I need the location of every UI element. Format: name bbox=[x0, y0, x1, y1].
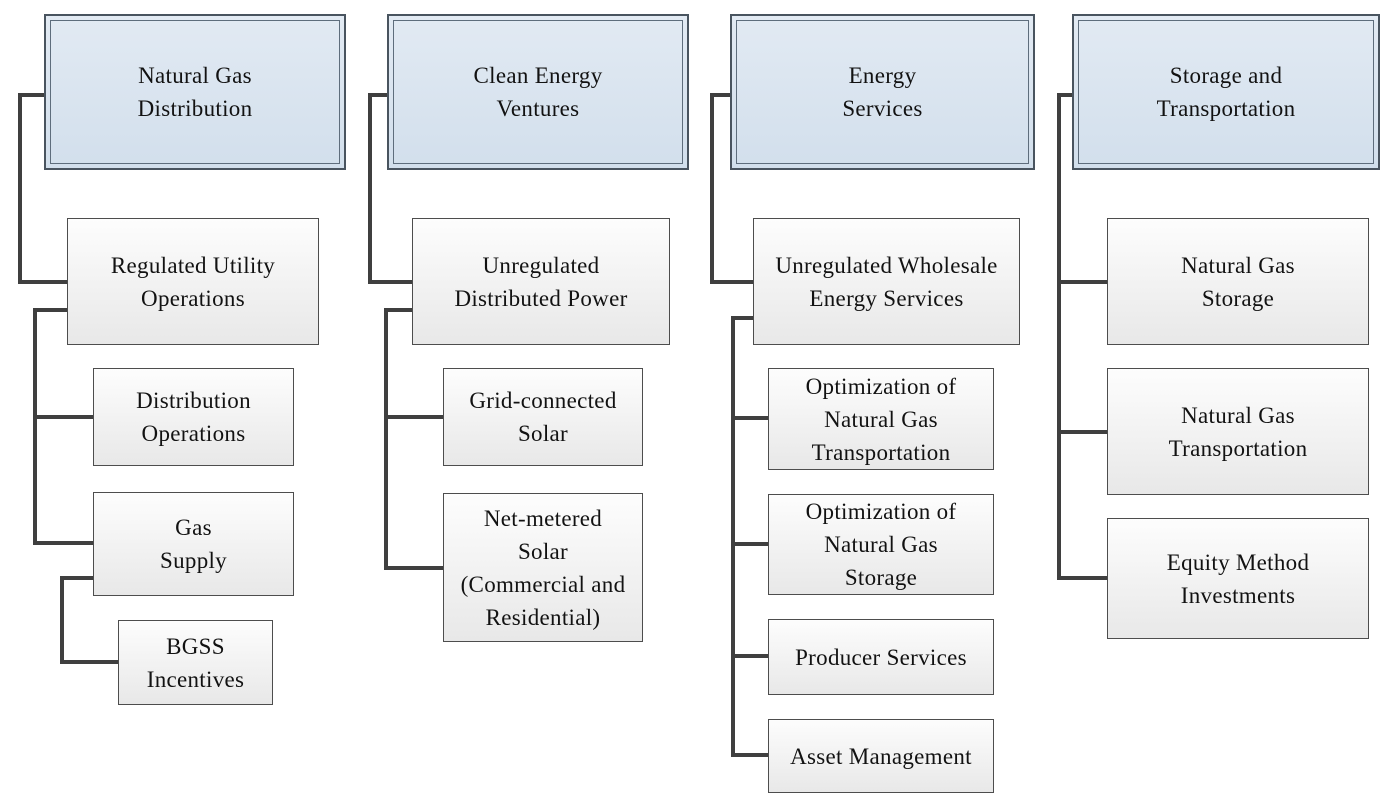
node-label: Grid-connected Solar bbox=[469, 388, 617, 446]
connector-col1-trunk2 bbox=[33, 308, 37, 545]
connector-col1-stub-ruo bbox=[33, 308, 67, 312]
node-label: Equity Method Investments bbox=[1166, 549, 1310, 608]
node-label: Distribution Operations bbox=[136, 388, 251, 446]
node-natural-gas-transportation: Natural Gas Transportation bbox=[1107, 368, 1369, 495]
connector-col3-stub-uwes bbox=[731, 316, 753, 320]
node-natural-gas-storage: Natural Gas Storage bbox=[1107, 218, 1369, 345]
connector-col1-branch-gas-supply bbox=[33, 541, 93, 545]
connector-col1-trunk1 bbox=[18, 93, 22, 284]
node-label: Asset Management bbox=[790, 743, 972, 769]
connector-col1-branch-ruo bbox=[18, 280, 67, 284]
node-grid-connected-solar: Grid-connected Solar bbox=[443, 368, 643, 466]
node-label: Unregulated Wholesale Energy Services bbox=[775, 252, 998, 311]
node-gas-supply: Gas Supply bbox=[93, 492, 294, 596]
connector-col4-trunk1 bbox=[1057, 93, 1061, 580]
connector-col2-stub-udp bbox=[384, 308, 412, 312]
node-label: Gas Supply bbox=[160, 515, 227, 573]
connector-col3-trunk2 bbox=[731, 316, 735, 757]
node-optimization-ng-storage: Optimization of Natural Gas Storage bbox=[768, 494, 994, 595]
connector-col1-stub-header bbox=[18, 93, 44, 97]
connector-col1-trunk3 bbox=[60, 576, 64, 664]
connector-col2-stub-header bbox=[368, 93, 387, 97]
connector-col4-branch-equity-method bbox=[1057, 576, 1107, 580]
node-label: Optimization of Natural Gas Transportati… bbox=[805, 373, 957, 465]
node-label: Natural Gas Storage bbox=[1181, 252, 1295, 311]
connector-col2-trunk1 bbox=[368, 93, 372, 284]
node-producer-services: Producer Services bbox=[768, 619, 994, 695]
connector-col3-branch-producer-services bbox=[731, 654, 768, 658]
node-unregulated-wholesale-energy-services: Unregulated Wholesale Energy Services bbox=[753, 218, 1020, 345]
node-asset-management: Asset Management bbox=[768, 719, 994, 793]
connector-col1-stub-gas-supply bbox=[60, 576, 93, 580]
header-inner-frame: Natural Gas Distribution bbox=[50, 20, 340, 164]
connector-col3-branch-opt-transportation bbox=[731, 416, 768, 420]
node-label: Producer Services bbox=[795, 644, 967, 670]
node-unregulated-distributed-power: Unregulated Distributed Power bbox=[412, 218, 670, 345]
connector-col2-trunk2 bbox=[384, 308, 388, 570]
node-label: BGSS Incentives bbox=[146, 633, 245, 692]
node-natural-gas-distribution: Natural Gas Distribution bbox=[44, 14, 346, 170]
connector-col3-branch-uwes bbox=[710, 280, 753, 284]
connector-col2-branch-net-metered bbox=[384, 566, 443, 570]
node-bgss-incentives: BGSS Incentives bbox=[118, 620, 273, 705]
connector-col1-branch-bgss bbox=[60, 660, 118, 664]
node-label: Energy Services bbox=[842, 63, 923, 121]
node-label: Net-metered Solar (Commercial and Reside… bbox=[460, 505, 626, 630]
node-clean-energy-ventures: Clean Energy Ventures bbox=[387, 14, 689, 170]
connector-col1-branch-distribution-ops bbox=[33, 415, 93, 419]
node-equity-method-investments: Equity Method Investments bbox=[1107, 518, 1369, 639]
node-label: Unregulated Distributed Power bbox=[454, 252, 628, 311]
connector-col3-stub-header bbox=[710, 93, 730, 97]
connector-col2-branch-grid-solar bbox=[384, 415, 443, 419]
connector-col2-branch-udp bbox=[368, 280, 412, 284]
node-label: Natural Gas Distribution bbox=[137, 63, 253, 121]
node-label: Optimization of Natural Gas Storage bbox=[805, 499, 957, 590]
connector-col3-branch-opt-storage bbox=[731, 542, 768, 546]
node-label: Storage and Transportation bbox=[1156, 63, 1296, 121]
node-net-metered-solar: Net-metered Solar (Commercial and Reside… bbox=[443, 493, 643, 642]
node-label: Clean Energy Ventures bbox=[473, 63, 603, 121]
header-inner-frame: Energy Services bbox=[736, 20, 1029, 164]
node-label: Natural Gas Transportation bbox=[1168, 402, 1308, 461]
node-optimization-ng-transportation: Optimization of Natural Gas Transportati… bbox=[768, 368, 994, 470]
connector-col4-stub-header bbox=[1057, 93, 1072, 97]
node-label: Regulated Utility Operations bbox=[110, 252, 276, 311]
connector-col4-branch-ng-transportation bbox=[1057, 430, 1107, 434]
node-regulated-utility-operations: Regulated Utility Operations bbox=[67, 218, 319, 345]
header-inner-frame: Storage and Transportation bbox=[1078, 20, 1374, 164]
node-energy-services: Energy Services bbox=[730, 14, 1035, 170]
connector-col3-trunk1 bbox=[710, 93, 714, 284]
connector-col4-branch-ng-storage bbox=[1057, 280, 1107, 284]
header-inner-frame: Clean Energy Ventures bbox=[393, 20, 683, 164]
connector-col3-branch-asset-management bbox=[731, 753, 768, 757]
node-distribution-operations: Distribution Operations bbox=[93, 368, 294, 466]
node-storage-and-transportation: Storage and Transportation bbox=[1072, 14, 1380, 170]
